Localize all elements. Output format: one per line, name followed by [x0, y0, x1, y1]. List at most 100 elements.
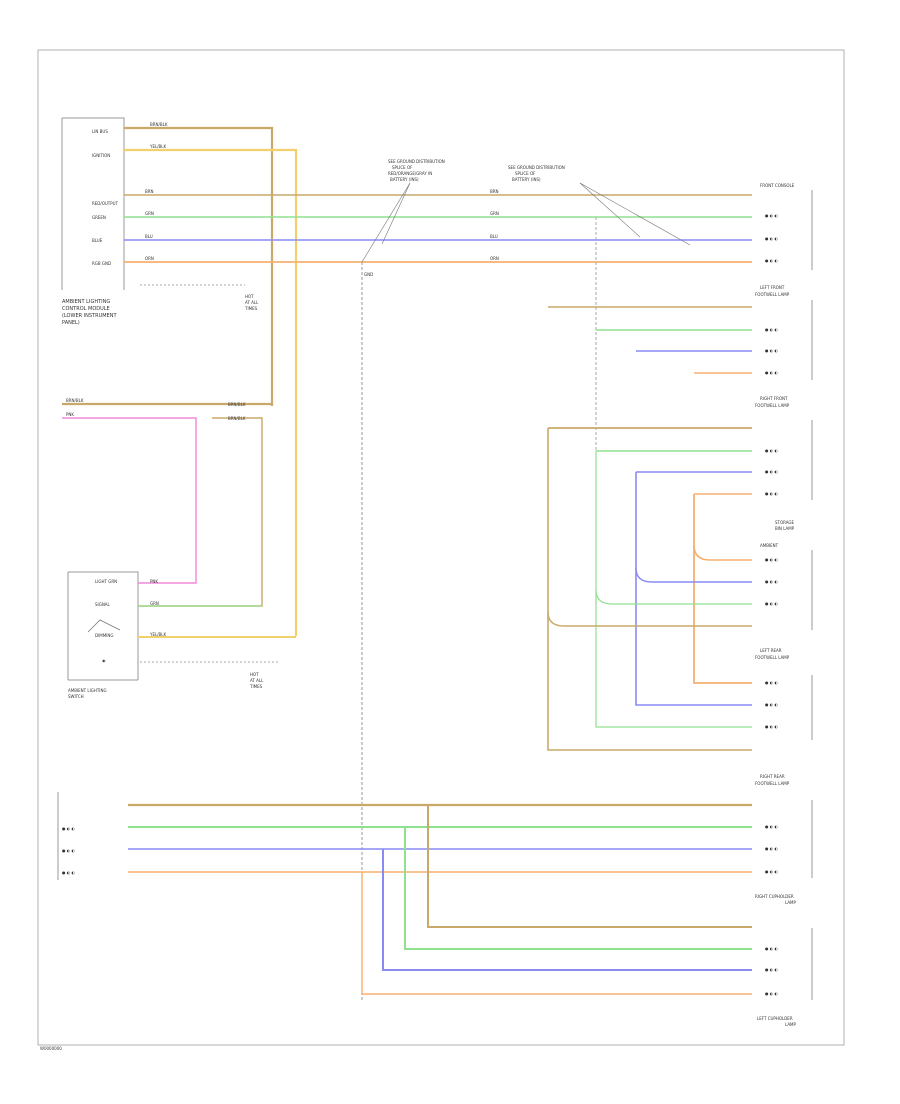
svg-text:FOOTWELL LAMP: FOOTWELL LAMP — [755, 403, 790, 408]
svg-text:● ◐ ◐: ● ◐ ◐ — [62, 870, 76, 875]
svg-text:LEFT FRONT: LEFT FRONT — [760, 285, 785, 290]
svg-text:BRN/BLK: BRN/BLK — [66, 398, 84, 403]
diagram-border — [37, 49, 845, 1046]
wire-orange-run: ORN ORN — [124, 256, 752, 263]
footer-code: W0000000 — [40, 1046, 62, 1051]
svg-text:FOOTWELL LAMP: FOOTWELL LAMP — [755, 781, 790, 786]
svg-text:BRN: BRN — [490, 189, 499, 194]
svg-text:SEE GROUND DISTRIBUTION: SEE GROUND DISTRIBUTION — [388, 159, 445, 164]
hot-label-top-1: HOT — [245, 294, 254, 299]
svg-text:SPLICE OF: SPLICE OF — [515, 171, 536, 176]
svg-text:● ◐ ◐: ● ◐ ◐ — [765, 702, 779, 707]
svg-text:TIMES: TIMES — [249, 684, 263, 689]
svg-text:● ◐ ◐: ● ◐ ◐ — [765, 469, 779, 474]
right-cupholder: RIGHT CUPHOLDER LAMP ● ◐ ◐ ● ◐ ◐ ● ◐ ◐ — [755, 894, 813, 1000]
left-cupholder: LEFT CUPHOLDER LAMP — [757, 1016, 797, 1027]
svg-text:LAMP: LAMP — [785, 900, 797, 905]
svg-text:● ◐ ◐: ● ◐ ◐ — [765, 680, 779, 685]
svg-text:● ◐ ◐: ● ◐ ◐ — [765, 579, 779, 584]
svg-text:● ◐ ◐: ● ◐ ◐ — [765, 557, 779, 562]
svg-text:LEFT CUPHOLDER: LEFT CUPHOLDER — [757, 1016, 793, 1021]
svg-text:HOT: HOT — [250, 672, 259, 677]
svg-text:FOOTWELL LAMP: FOOTWELL LAMP — [755, 292, 790, 297]
svg-text:BATTERY (INS): BATTERY (INS) — [512, 177, 541, 182]
svg-text:● ◐ ◐: ● ◐ ◐ — [765, 869, 779, 874]
svg-text:PNK: PNK — [66, 412, 74, 417]
module-pin-2: IGNITION — [92, 153, 110, 158]
module-label-3: (LOWER INSTRUMENT — [62, 313, 117, 319]
svg-text:GRN: GRN — [145, 211, 154, 216]
hot-label-top-3: TIMES — [244, 306, 258, 311]
svg-text:● ◐ ◐: ● ◐ ◐ — [765, 370, 779, 375]
switch-wires: BRN/BLK PNK BRN/BLK BRN/BLK PNK GRN YEL/… — [62, 398, 296, 638]
svg-text:LEFT REAR: LEFT REAR — [760, 648, 782, 653]
svg-text:RIGHT FRONT: RIGHT FRONT — [760, 396, 788, 401]
svg-text:LIGHT GRN: LIGHT GRN — [95, 579, 117, 584]
module-label-1: AMBIENT LIGHTING — [62, 299, 110, 305]
svg-text:● ◐ ◐: ● ◐ ◐ — [765, 724, 779, 729]
module-pin-5: BLUE — [92, 238, 103, 243]
svg-text:● ◐ ◐: ● ◐ ◐ — [765, 327, 779, 332]
right-rear-footwell: RIGHT REAR FOOTWELL LAMP ● ◐ ◐ ● ◐ ◐ ● ◐… — [755, 774, 813, 878]
svg-text:AMBIENT: AMBIENT — [760, 543, 779, 548]
right-front-footwell: RIGHT FRONT FOOTWELL LAMP ● ◐ ◐ ● ◐ ◐ ● … — [547, 396, 813, 751]
wire-blue-run: BLU BLU — [124, 234, 752, 241]
module-label-4: PANEL) — [62, 320, 80, 326]
svg-text:ORN: ORN — [145, 256, 154, 261]
svg-text:PNK: PNK — [150, 579, 158, 584]
left-front-footwell: LEFT FRONT FOOTWELL LAMP ● ◐ ◐ ● ◐ ◐ ● ◐… — [548, 285, 813, 380]
module-pin-1: LIN BUS — [92, 129, 108, 134]
wire-green-run: GRN GRN — [124, 211, 752, 218]
svg-text:● ◐ ◐: ● ◐ ◐ — [765, 448, 779, 453]
splice-note-left: SEE GROUND DISTRIBUTION SPLICE OF RED/OR… — [361, 159, 445, 263]
svg-text:ORN: ORN — [490, 256, 499, 261]
svg-text:SWITCH: SWITCH — [68, 694, 84, 699]
front-console-light: FRONT CONSOLE ● ◐ ◐ ● ◐ ◐ ● ◐ ◐ — [760, 183, 813, 270]
svg-text:AT ALL: AT ALL — [250, 678, 264, 683]
svg-text:LAMP: LAMP — [785, 1022, 797, 1027]
svg-text:BATTERY (INS): BATTERY (INS) — [390, 177, 419, 182]
svg-text:● ◐ ◐: ● ◐ ◐ — [765, 491, 779, 496]
svg-text:BRN/BLK: BRN/BLK — [150, 122, 168, 127]
wire-tan-top: BRN/BLK — [124, 122, 274, 406]
svg-text:RIGHT CUPHOLDER: RIGHT CUPHOLDER — [755, 894, 794, 899]
svg-text:BRN: BRN — [145, 189, 154, 194]
storage-lamp: STORAGE BIN LAMP AMBIENT ● ◐ ◐ ● ◐ ◐ ● ◐… — [547, 520, 813, 630]
svg-text:SPLICE OF: SPLICE OF — [392, 165, 413, 170]
svg-text:● ◐ ◐: ● ◐ ◐ — [765, 991, 779, 996]
svg-text:BLU: BLU — [490, 234, 498, 239]
bottom-left-connector: ● ◐ ◐ ● ◐ ◐ ● ◐ ◐ — [57, 792, 76, 880]
svg-text:BLU: BLU — [145, 234, 153, 239]
svg-text:STORAGE: STORAGE — [775, 520, 795, 525]
splice-note-right: SEE GROUND DISTRIBUTION SPLICE OF BATTER… — [508, 165, 691, 246]
module-label-2: CONTROL MODULE — [62, 306, 110, 312]
svg-text:BRN/BLK: BRN/BLK — [228, 416, 246, 421]
svg-text:● ◐ ◐: ● ◐ ◐ — [765, 258, 779, 263]
svg-text:SEE GROUND DISTRIBUTION: SEE GROUND DISTRIBUTION — [508, 165, 565, 170]
left-rear-footwell: LEFT REAR FOOTWELL LAMP ● ◐ ◐ ● ◐ ◐ ● ◐ … — [755, 648, 813, 740]
svg-text:● ◐ ◐: ● ◐ ◐ — [765, 236, 779, 241]
svg-text:DIMMING: DIMMING — [95, 633, 113, 638]
wire-tan-run: BRN BRN — [124, 189, 752, 196]
svg-text:SIGNAL: SIGNAL — [95, 602, 111, 607]
svg-text:● ◐ ◐: ● ◐ ◐ — [765, 846, 779, 851]
svg-text:YEL/BLK: YEL/BLK — [149, 144, 167, 149]
svg-text:● ◐ ◐: ● ◐ ◐ — [765, 601, 779, 606]
svg-text:RED/ORANGE/GRAY IN: RED/ORANGE/GRAY IN — [388, 171, 432, 176]
svg-text:GRN: GRN — [490, 211, 499, 216]
svg-text:AMBIENT LIGHTING: AMBIENT LIGHTING — [68, 688, 107, 693]
svg-text:BRN/BLK: BRN/BLK — [228, 402, 246, 407]
svg-text:● ◐ ◐: ● ◐ ◐ — [765, 824, 779, 829]
module-pin-3: RED/OUTPUT — [92, 201, 119, 206]
ambient-switch: ◉ AMBIENT LIGHTING SWITCH LIGHT GRN SIGN… — [67, 571, 280, 699]
svg-text:BIN LAMP: BIN LAMP — [775, 526, 795, 531]
svg-text:● ◐ ◐: ● ◐ ◐ — [62, 826, 76, 831]
wire-yellow-top: YEL/BLK — [124, 144, 298, 636]
svg-text:● ◐ ◐: ● ◐ ◐ — [765, 946, 779, 951]
module-pin-4: GREEN — [92, 215, 106, 220]
svg-text:◉: ◉ — [102, 658, 106, 663]
svg-text:● ◐ ◐: ● ◐ ◐ — [765, 348, 779, 353]
control-module: LIN BUS IGNITION RED/OUTPUT GREEN BLUE R… — [61, 117, 259, 326]
svg-text:FOOTWELL LAMP: FOOTWELL LAMP — [755, 655, 790, 660]
